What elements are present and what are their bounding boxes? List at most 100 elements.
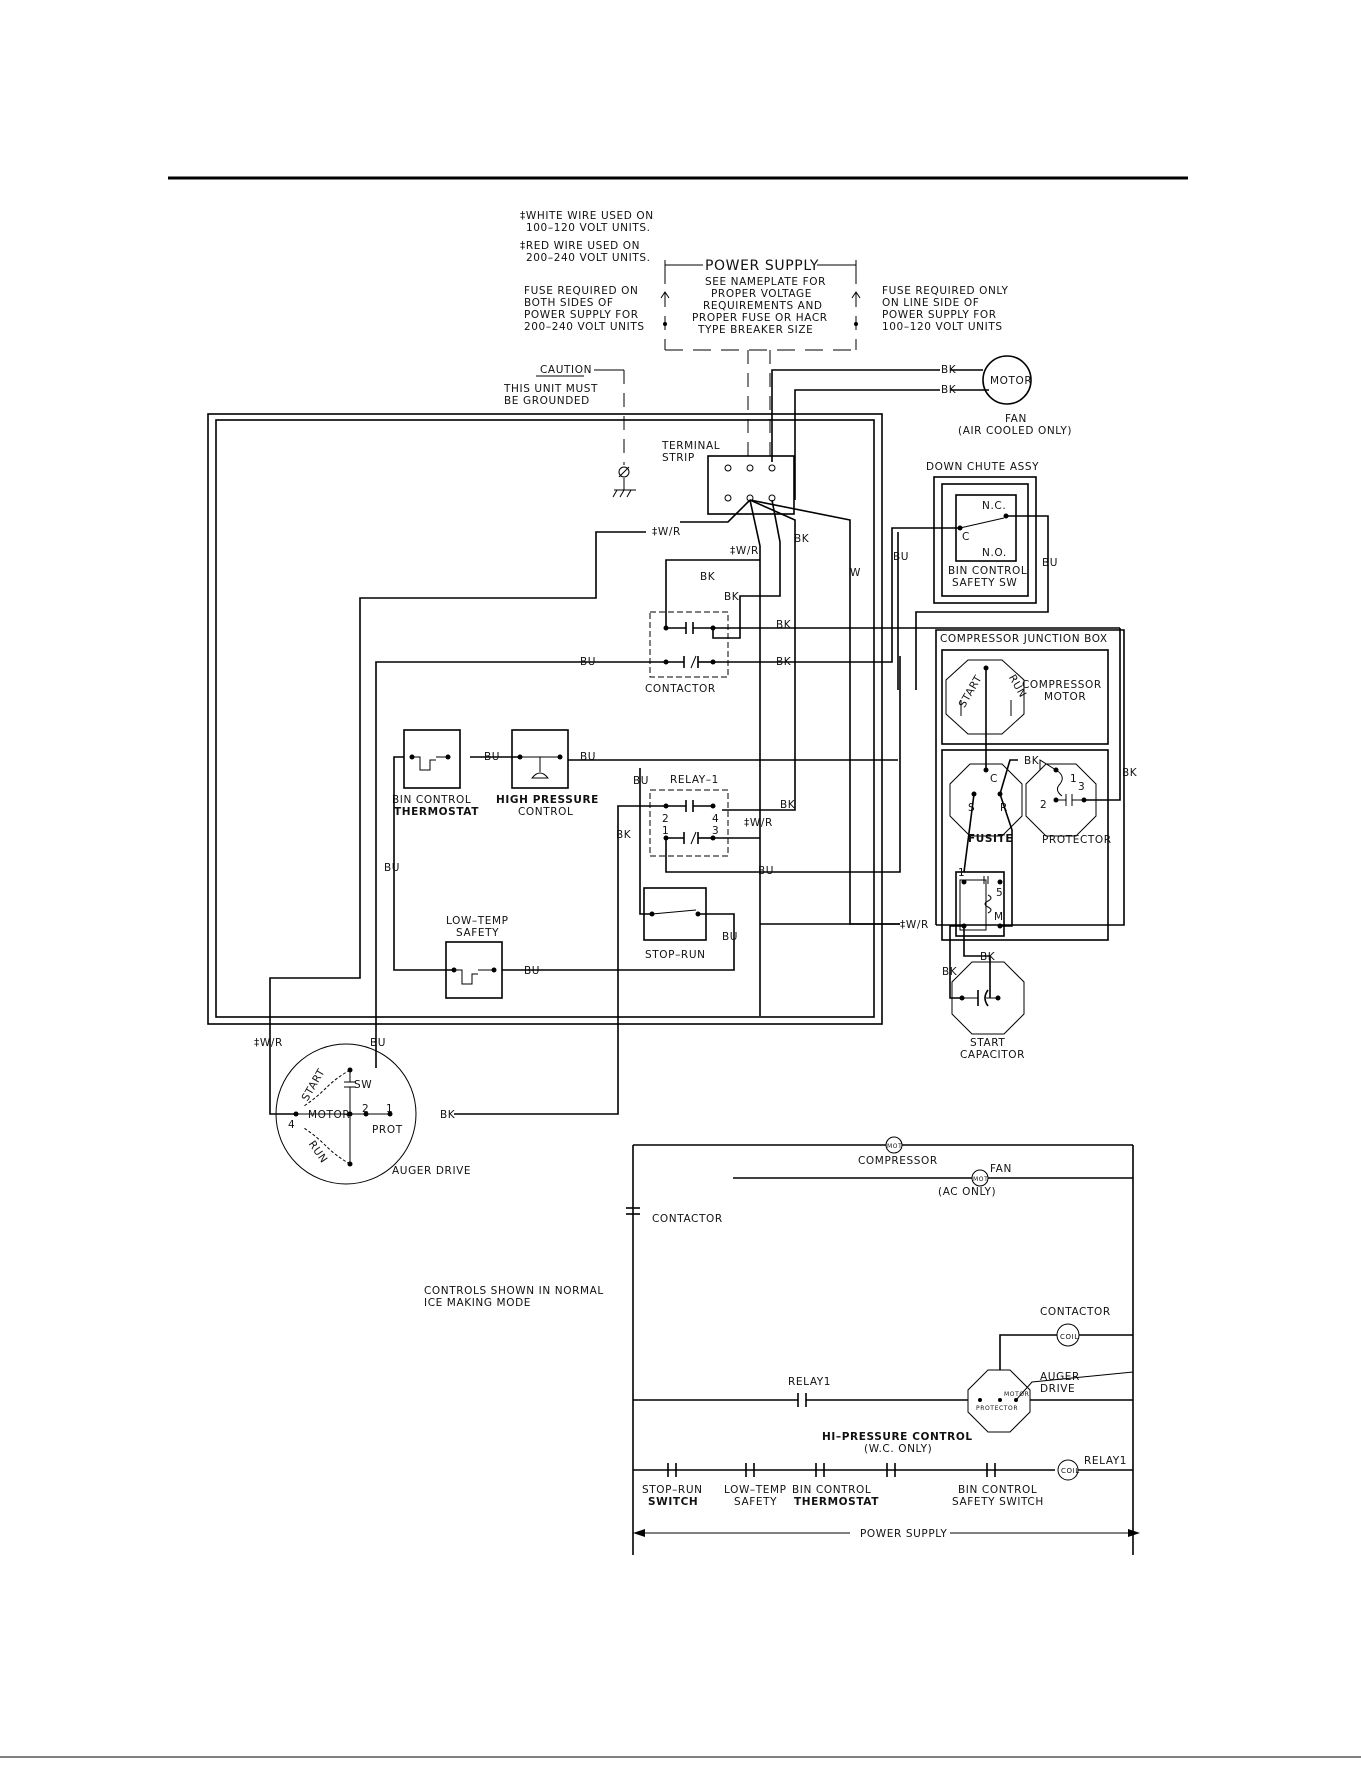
svg-text:BU: BU	[633, 775, 649, 787]
low-temp-safety: LOW–TEMP SAFETY	[445, 915, 509, 999]
svg-text:BK: BK	[616, 829, 632, 841]
svg-text:100–120 VOLT UNITS: 100–120 VOLT UNITS	[882, 321, 1003, 333]
svg-text:BK: BK	[980, 951, 996, 963]
svg-text:PROTECTOR: PROTECTOR	[1042, 834, 1112, 846]
svg-text:PROT: PROT	[372, 1124, 403, 1136]
svg-text:RUN: RUN	[306, 1139, 330, 1166]
svg-text:SEE NAMEPLATE FOR: SEE NAMEPLATE FOR	[705, 276, 826, 288]
svg-text:BK: BK	[1122, 767, 1138, 779]
svg-text:MOTOR: MOTOR	[308, 1109, 350, 1121]
svg-text:TERMINAL: TERMINAL	[661, 440, 720, 452]
down-chute-assembly: DOWN CHUTE ASSY N.C. C N.O. BIN CONTROL …	[926, 461, 1039, 604]
fuse-note-both-sides: FUSE REQUIRED ON BOTH SIDES OF POWER SUP…	[524, 285, 645, 333]
svg-text:BU: BU	[580, 751, 596, 763]
start-capacitor: START CAPACITOR	[951, 961, 1025, 1061]
svg-text:SWITCH: SWITCH	[648, 1496, 698, 1508]
stop-run-switch: STOP–RUN	[643, 887, 707, 961]
svg-text:200–240 VOLT UNITS: 200–240 VOLT UNITS	[524, 321, 645, 333]
power-supply-box: POWER SUPPLY SEE NAMEPLATE FOR PROPER VO…	[660, 258, 861, 462]
svg-text:‡W/R: ‡W/R	[254, 1037, 283, 1049]
svg-text:‡WHITE WIRE USED ON: ‡WHITE WIRE USED ON	[520, 210, 654, 222]
svg-text:BU: BU	[893, 551, 909, 563]
svg-text:2: 2	[662, 813, 669, 825]
svg-text:CONTACTOR: CONTACTOR	[645, 683, 716, 695]
svg-text:BK: BK	[941, 384, 957, 396]
svg-text:RELAY1: RELAY1	[788, 1376, 831, 1388]
svg-text:‡W/R: ‡W/R	[744, 817, 773, 829]
svg-text:LOW–TEMP: LOW–TEMP	[446, 915, 509, 927]
svg-text:BIN CONTROL: BIN CONTROL	[958, 1484, 1037, 1496]
svg-text:BIN CONTROL: BIN CONTROL	[392, 794, 471, 806]
bin-control-thermostat: BIN CONTROL THERMOSTAT	[392, 729, 479, 818]
svg-text:PROTECTOR: PROTECTOR	[976, 1405, 1018, 1412]
svg-text:BU: BU	[758, 865, 774, 877]
svg-text:BK: BK	[1024, 755, 1040, 767]
svg-text:BU: BU	[384, 862, 400, 874]
svg-text:CONTROL: CONTROL	[518, 806, 573, 818]
svg-text:FUSE REQUIRED ON: FUSE REQUIRED ON	[524, 285, 638, 297]
control-box-inner	[215, 419, 875, 1018]
high-pressure-control: HIGH PRESSURE CONTROL	[496, 729, 599, 818]
controls-mode-note: CONTROLS SHOWN IN NORMAL ICE MAKING MODE	[424, 1285, 603, 1309]
svg-text:W: W	[850, 567, 861, 579]
svg-text:BIN CONTROL: BIN CONTROL	[792, 1484, 871, 1496]
svg-text:3: 3	[1078, 781, 1085, 793]
svg-text:5: 5	[996, 887, 1003, 899]
power-supply-title: POWER SUPPLY	[705, 258, 819, 274]
svg-text:HIGH PRESSURE: HIGH PRESSURE	[496, 794, 599, 806]
svg-text:M: M	[994, 911, 1004, 923]
svg-text:STRIP: STRIP	[662, 452, 695, 464]
svg-text:COIL: COIL	[1060, 1333, 1079, 1341]
svg-text:BE GROUNDED: BE GROUNDED	[504, 395, 590, 407]
svg-text:BK: BK	[700, 571, 716, 583]
svg-text:POWER SUPPLY: POWER SUPPLY	[860, 1528, 947, 1540]
svg-text:AUGER: AUGER	[1040, 1371, 1080, 1383]
svg-text:MOTOR: MOTOR	[1044, 691, 1086, 703]
svg-text:SAFETY SWITCH: SAFETY SWITCH	[952, 1496, 1044, 1508]
svg-text:SAFETY: SAFETY	[734, 1496, 777, 1508]
svg-text:100–120 VOLT UNITS.: 100–120 VOLT UNITS.	[526, 222, 651, 234]
svg-text:START: START	[970, 1037, 1005, 1049]
svg-text:C: C	[990, 773, 998, 785]
compressor-junction-box: COMPRESSOR JUNCTION BOX START RUN COMPRE…	[935, 629, 1125, 941]
svg-text:COIL: COIL	[1061, 1467, 1080, 1475]
svg-text:START: START	[300, 1067, 328, 1104]
svg-text:BU: BU	[370, 1037, 386, 1049]
svg-text:LOW–TEMP: LOW–TEMP	[724, 1484, 787, 1496]
svg-text:N.O.: N.O.	[982, 547, 1007, 559]
svg-text:MOT: MOT	[973, 1176, 988, 1183]
fuse-note-line-side: FUSE REQUIRED ONLY ON LINE SIDE OF POWER…	[882, 285, 1008, 333]
ground-caution: CAUTION THIS UNIT MUST BE GROUNDED	[503, 364, 636, 498]
svg-text:2: 2	[362, 1103, 369, 1115]
wiring: BK BK ‡W/R ‡W/R BK W BK BK BK BK BU BU B…	[254, 364, 1138, 1121]
svg-text:DOWN CHUTE ASSY: DOWN CHUTE ASSY	[926, 461, 1039, 473]
svg-text:BU: BU	[722, 931, 738, 943]
bin-switch-label: BIN CONTROL	[948, 565, 1027, 577]
svg-text:(AIR COOLED ONLY): (AIR COOLED ONLY)	[958, 425, 1072, 437]
svg-text:‡RED WIRE USED ON: ‡RED WIRE USED ON	[520, 240, 640, 252]
svg-text:BU: BU	[1042, 557, 1058, 569]
svg-text:SW: SW	[354, 1079, 372, 1091]
svg-text:STOP–RUN: STOP–RUN	[642, 1484, 703, 1496]
svg-text:‡W/R: ‡W/R	[652, 526, 681, 538]
svg-text:N.C.: N.C.	[982, 500, 1006, 512]
svg-text:BK: BK	[776, 656, 792, 668]
relay-1: RELAY–1 2 4 1 3	[649, 774, 729, 857]
svg-text:BK: BK	[941, 364, 957, 376]
svg-text:COMPRESSOR: COMPRESSOR	[858, 1155, 938, 1167]
svg-text:PROPER FUSE OR HACR: PROPER FUSE OR HACR	[692, 312, 828, 324]
svg-text:FUSE REQUIRED ONLY: FUSE REQUIRED ONLY	[882, 285, 1008, 297]
terminal-strip: TERMINAL STRIP	[661, 440, 795, 515]
svg-text:SAFETY: SAFETY	[456, 927, 499, 939]
svg-text:BK: BK	[724, 591, 740, 603]
svg-text:4: 4	[288, 1119, 295, 1131]
svg-text:TYPE BREAKER SIZE: TYPE BREAKER SIZE	[697, 324, 813, 336]
svg-text:FAN: FAN	[1005, 413, 1027, 425]
svg-text:1: 1	[386, 1103, 393, 1115]
svg-text:(W.C. ONLY): (W.C. ONLY)	[864, 1443, 932, 1455]
svg-text:MOTOR: MOTOR	[990, 375, 1032, 387]
svg-text:R: R	[1000, 802, 1008, 814]
svg-text:BK: BK	[780, 799, 796, 811]
svg-text:FAN: FAN	[990, 1163, 1012, 1175]
